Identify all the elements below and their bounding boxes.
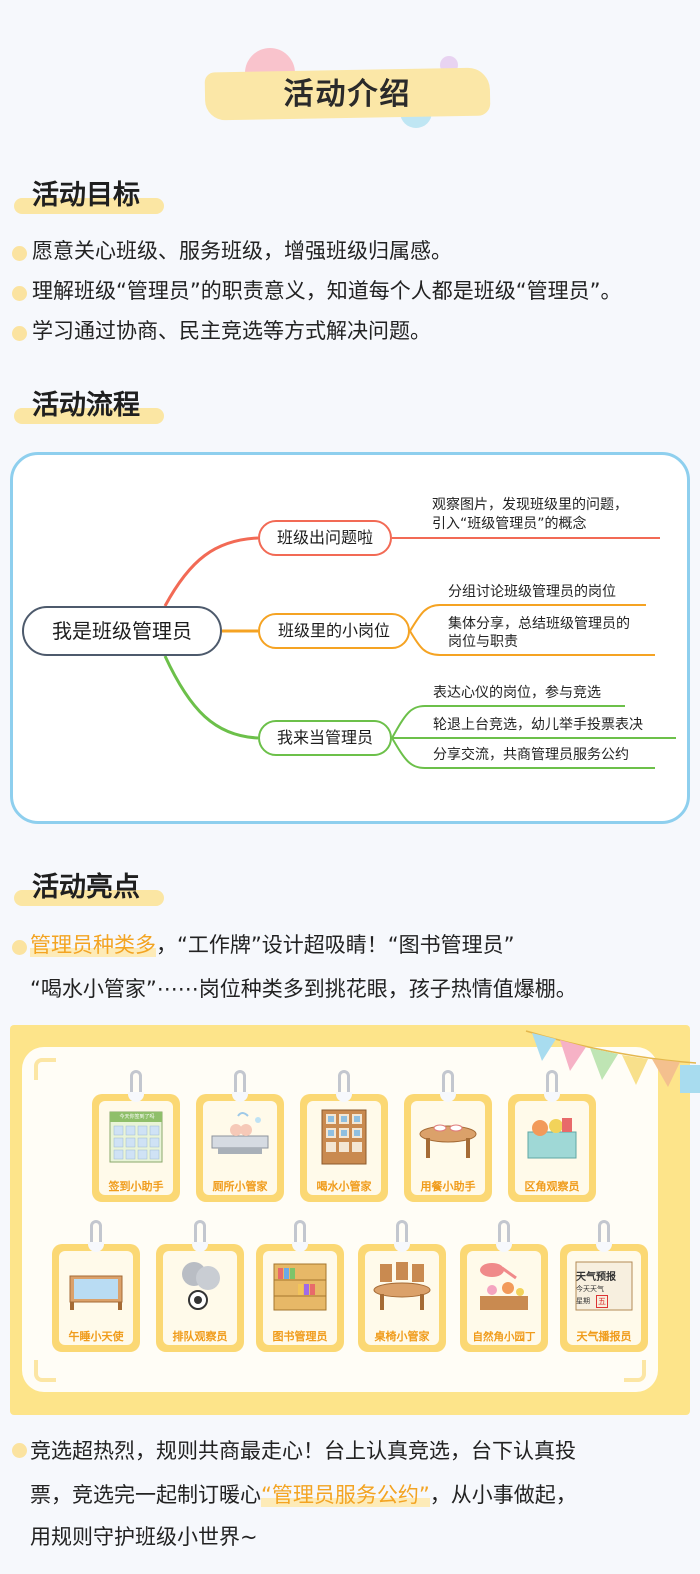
highlights-line-2: “喝水小管家”⋯⋯岗位种类多到挑花眼，孩子热情值爆棚。 xyxy=(30,977,577,1001)
signin-board-text: 今天你签到了吗 xyxy=(119,1114,155,1120)
closing-line-2: 票，竞选完一起制订暖心“管理员服务公约”，从小事做起， xyxy=(30,1483,577,1507)
badge-card: 今天你签到了吗 签到小助手 xyxy=(92,1070,180,1202)
weather-board-icon xyxy=(575,1261,633,1311)
bookshelf-icon xyxy=(273,1263,327,1311)
badge-label: 自然角小园丁 xyxy=(472,1331,536,1343)
bunting-decoration xyxy=(525,1030,700,1093)
corner-decoration xyxy=(34,1360,56,1382)
highlight-keyword: 管理员种类多 xyxy=(30,933,156,957)
bullet-icon xyxy=(12,940,27,955)
sink-icon xyxy=(211,1112,269,1154)
badge-label: 厕所小管家 xyxy=(212,1180,268,1193)
goal-item: 理解班级“管理员”的职责意义，知道每个人都是班级“管理员”。 xyxy=(32,279,622,303)
badge-card: 图书管理员 xyxy=(256,1220,344,1352)
bullet-icon xyxy=(12,326,27,341)
cup-shelf-icon xyxy=(321,1109,367,1165)
badge-label: 天气播报员 xyxy=(576,1330,632,1343)
page-title: 活动介绍 xyxy=(283,77,412,112)
badge-card: 厕所小管家 xyxy=(196,1070,284,1202)
goal-item: 学习通过协商、民主竞选等方式解决问题。 xyxy=(32,319,431,343)
goal-item: 愿意关心班级、服务班级，增强班级归属感。 xyxy=(32,239,452,263)
dining-table-icon xyxy=(419,1124,477,1158)
corner-decoration xyxy=(34,1058,56,1080)
mindmap-branch-2: 班级里的小岗位 xyxy=(258,613,410,649)
mindmap-leaf: 分组讨论班级管理员的岗位 xyxy=(448,584,616,600)
badge-label: 图书管理员 xyxy=(272,1330,328,1343)
toy-box-icon xyxy=(527,1118,577,1159)
mindmap-leaf: 轮退上台竞选，幼儿举手投票表决 xyxy=(433,717,643,733)
badge-label: 桌椅小管家 xyxy=(374,1330,430,1343)
section-heading-goals: 活动目标 xyxy=(14,176,184,216)
queue-icon xyxy=(182,1262,220,1310)
mindmap-leaf: 引入“班级管理员”的概念 xyxy=(432,516,587,532)
badge-label: 用餐小助手 xyxy=(420,1180,476,1193)
mindmap-leaf: 观察图片，发现班级里的问题， xyxy=(432,497,628,513)
mindmap-root: 我是班级管理员 xyxy=(22,606,222,656)
weather-board-title: 天气预报 xyxy=(576,1272,616,1283)
badge-card: 喝水小管家 xyxy=(300,1070,388,1202)
mindmap-branch-1: 班级出问题啦 xyxy=(258,520,392,556)
mindmap-branch-3: 我来当管理员 xyxy=(258,720,392,756)
weather-board-today: 今天天气 xyxy=(576,1285,604,1293)
mindmap-leaf: 表达心仪的岗位，参与竞选 xyxy=(433,685,601,701)
badge-label: 排队观察员 xyxy=(172,1330,228,1343)
bullet-icon xyxy=(12,1443,27,1458)
badge-card: 排队观察员 xyxy=(156,1220,244,1352)
closing-line-3: 用规则守护班级小世界~ xyxy=(30,1525,258,1549)
badge-label: 区角观察员 xyxy=(524,1180,580,1193)
badge-card: 午睡小天使 xyxy=(52,1220,140,1352)
bullet-icon xyxy=(12,286,27,301)
badge-label: 签到小助手 xyxy=(108,1180,164,1193)
corner-decoration xyxy=(624,1360,646,1382)
highlights-line-1: 管理员种类多，“工作牌”设计超吸睛！“图书管理员” xyxy=(30,933,515,957)
badge-label: 午睡小天使 xyxy=(68,1330,124,1343)
mindmap-connectors xyxy=(163,536,676,769)
badge-label: 喝水小管家 xyxy=(316,1180,372,1193)
mindmap-leaf: 分享交流，共商管理员服务公约 xyxy=(433,747,629,763)
watering-can-icon xyxy=(480,1263,528,1310)
badge-card: 自然角小园丁 xyxy=(460,1220,548,1352)
highlight-keyword: “管理员服务公约” xyxy=(261,1483,430,1507)
section-heading-flow: 活动流程 xyxy=(14,386,184,426)
badge-card: 天气预报 今天天气 星期 五 天气播报员 xyxy=(560,1220,648,1352)
badge-card: 桌椅小管家 xyxy=(358,1220,446,1352)
mindmap-leaf: 集体分享，总结班级管理员的 xyxy=(448,616,630,632)
badge-card: 区角观察员 xyxy=(508,1070,596,1202)
closing-line-1: 竞选超热烈，规则共商最走心！台上认真竞选，台下认真投 xyxy=(30,1439,576,1463)
weather-board-weekday: 星期 xyxy=(576,1297,590,1305)
weather-board-day: 五 xyxy=(596,1295,608,1308)
table-chairs-icon xyxy=(373,1262,431,1310)
badge-card: 用餐小助手 xyxy=(404,1070,492,1202)
section-heading-highlights: 活动亮点 xyxy=(14,868,184,908)
signin-board-icon xyxy=(109,1111,163,1163)
mindmap-leaf: 岗位与职责 xyxy=(448,634,518,650)
bed-icon xyxy=(69,1275,123,1310)
bullet-icon xyxy=(12,246,27,261)
